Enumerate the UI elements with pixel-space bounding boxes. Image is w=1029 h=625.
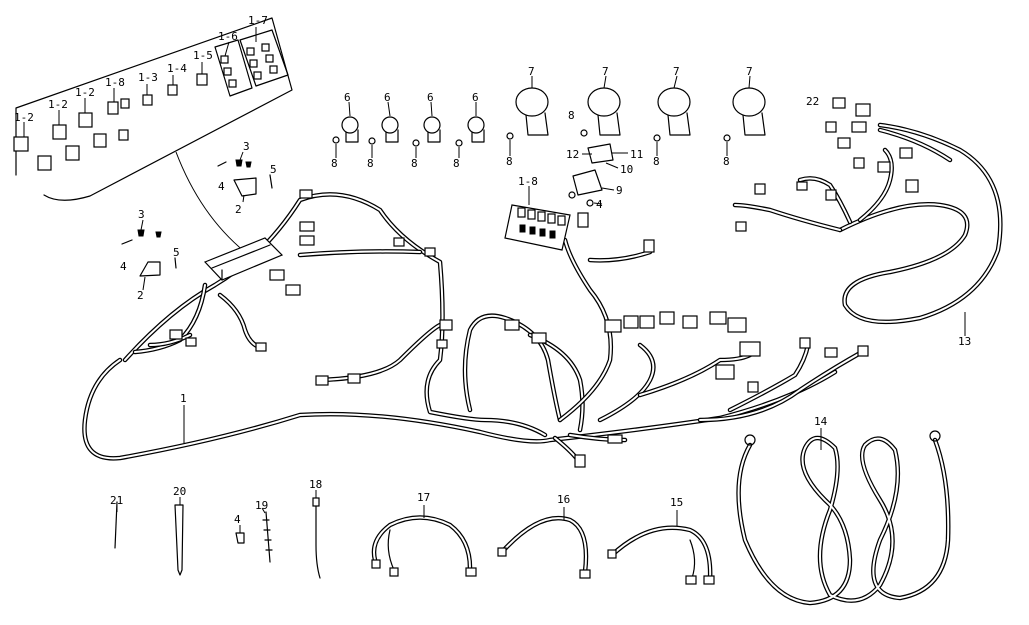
label-7-b: 7 [602, 65, 609, 78]
label-21: 21 [110, 494, 123, 507]
cable-15 [607, 510, 715, 585]
cable-14 [736, 428, 951, 606]
bracket-2-top [233, 177, 257, 197]
label-18: 18 [309, 478, 322, 491]
label-1-5: 1-5 [193, 49, 213, 62]
label-16: 16 [557, 493, 570, 506]
label-8-e: 8 [506, 155, 513, 168]
label-8-b: 8 [367, 157, 374, 170]
part-labels: 1 1-2 1-2 1-2 1-8 1-3 1-4 1-5 1-6 1-7 1-… [14, 14, 971, 526]
label-19: 19 [255, 499, 268, 512]
relay-part [107, 101, 119, 115]
relay-part [142, 94, 153, 106]
relay-part [65, 145, 80, 161]
label-3-top: 3 [243, 140, 250, 153]
fuse-holder-1-8 [504, 204, 571, 251]
label-8-d: 8 [453, 157, 460, 170]
label-20: 20 [173, 485, 186, 498]
label-2-left: 2 [137, 289, 144, 302]
label-8-f: 8 [568, 109, 575, 122]
clamps-7 [515, 75, 766, 136]
label-1-2-c: 1-2 [75, 86, 95, 99]
mounting-hardware [121, 151, 273, 291]
label-1-8-top: 1-8 [105, 76, 125, 89]
part-4-bottom [235, 532, 245, 544]
bracket-2-left [139, 261, 161, 277]
cable-17 [371, 505, 477, 577]
label-5-left: 5 [173, 246, 180, 259]
relay-part [167, 84, 178, 96]
relay-part [78, 112, 93, 128]
label-7-d: 7 [746, 65, 753, 78]
label-4-left: 4 [120, 260, 127, 273]
label-1-8: 1-8 [518, 175, 538, 188]
label-11: 11 [630, 148, 643, 161]
label-8-g: 8 [653, 155, 660, 168]
label-1-4: 1-4 [167, 62, 187, 75]
small-parts [114, 490, 321, 579]
part-20 [174, 504, 184, 576]
label-6-a: 6 [344, 91, 351, 104]
relay-part [93, 133, 107, 148]
label-1-2-a: 1-2 [14, 111, 34, 124]
panel-leaders [23, 27, 257, 137]
label-6-c: 6 [427, 91, 434, 104]
harness-13-loop [837, 122, 1003, 325]
harness-connectors [169, 189, 869, 468]
fuse-block-1-7 [239, 29, 289, 87]
label-9: 9 [616, 184, 623, 197]
relay-part [118, 129, 129, 141]
label-7-c: 7 [673, 65, 680, 78]
label-12: 12 [566, 148, 579, 161]
label-22: 22 [806, 95, 819, 108]
label-8-h: 8 [723, 155, 730, 168]
relay-panel-outline [15, 17, 293, 201]
relay-part [52, 124, 67, 140]
label-8-c: 8 [411, 157, 418, 170]
label-2-top: 2 [235, 203, 242, 216]
label-6-d: 6 [472, 91, 479, 104]
panel-leader-line [175, 151, 246, 253]
part-18 [315, 499, 321, 579]
relay-part [120, 98, 130, 109]
sub-harness-13 [732, 97, 1003, 336]
label-3-left: 3 [138, 208, 145, 221]
clamps-6 [341, 101, 485, 143]
relay-panel [13, 17, 293, 253]
label-14: 14 [814, 415, 828, 428]
bracket-group-9-12 [568, 143, 628, 207]
label-7-a: 7 [528, 65, 535, 78]
screws-8 [332, 129, 731, 158]
label-4-top: 4 [218, 180, 225, 193]
label-17: 17 [417, 491, 430, 504]
label-10: 10 [620, 163, 633, 176]
label-4-right: 4 [596, 198, 603, 211]
label-5-top: 5 [270, 163, 277, 176]
cable-16 [497, 507, 591, 579]
label-1-7: 1-7 [248, 14, 268, 27]
label-1-2-b: 1-2 [48, 98, 68, 111]
relay-part [37, 155, 52, 171]
label-1-6: 1-6 [218, 30, 238, 43]
label-1: 1 [180, 392, 187, 405]
relay-part [196, 73, 208, 86]
label-4-bottom: 4 [234, 513, 241, 526]
label-13: 13 [958, 335, 971, 348]
label-6-b: 6 [384, 91, 391, 104]
relay-part [13, 136, 29, 152]
label-8-a: 8 [331, 157, 338, 170]
label-15: 15 [670, 496, 683, 509]
label-1-3: 1-3 [138, 71, 158, 84]
fuse-block-1-6 [214, 39, 253, 97]
